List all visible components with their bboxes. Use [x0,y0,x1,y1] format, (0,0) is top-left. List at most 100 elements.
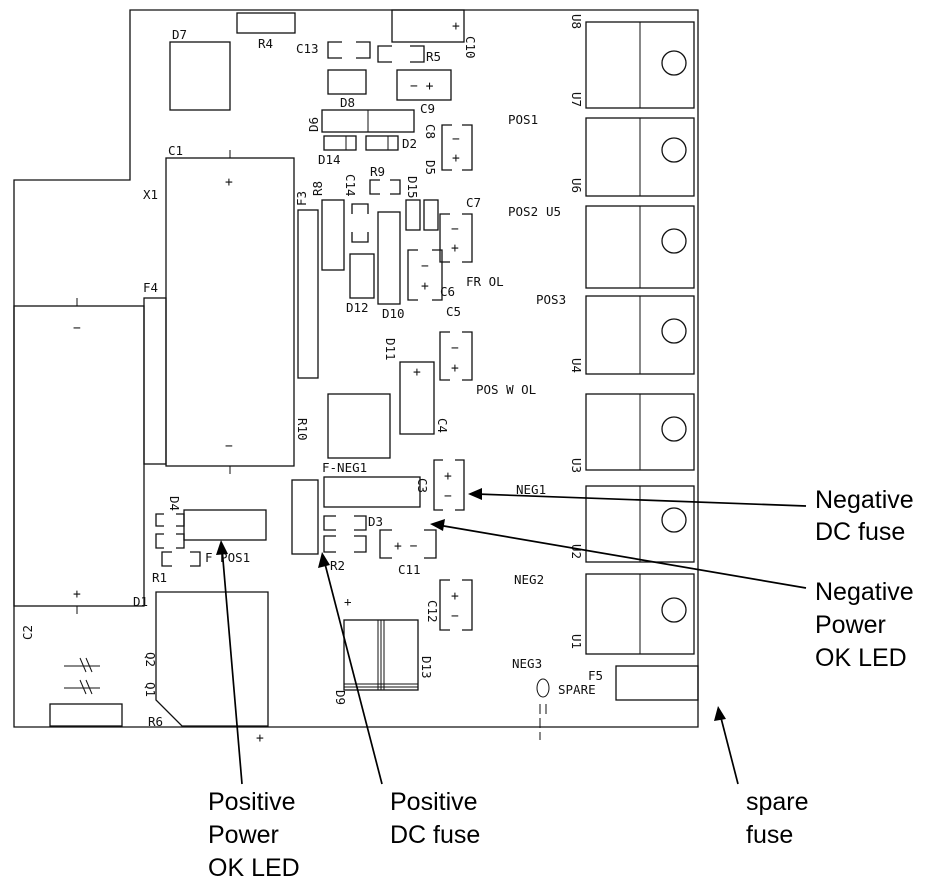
polarity-mark: + [413,365,421,380]
polarity-mark: + − [394,539,418,554]
polarity-mark: + [451,241,459,256]
refdes-r4: R4 [258,36,273,51]
resistor-r9 [369,179,401,195]
refdes-c9: C9 [420,101,435,116]
label-pos3: POS3 [536,292,566,307]
refdes-c13: C13 [296,41,319,56]
callout-negative-power-ok-led-line3: OK LED [815,644,907,672]
fuse-f3 [297,209,319,379]
refdes-u5: U5 [546,204,561,219]
chip-u8 [327,69,367,95]
refdes-f5: F5 [588,668,603,683]
polarity-mark: + [452,19,460,34]
polarity-mark: − [73,321,81,336]
fuse-f-pos-holder [291,479,319,555]
diode-d14 [323,135,357,151]
label-neg2: NEG2 [514,572,544,587]
diode-d2 [365,135,399,151]
callout-positive-power-ok-led-line1: Positive [208,788,296,816]
callout-spare-fuse-line1: spare [746,788,809,816]
resistor-r5 [377,45,425,63]
arrow-positive-dc-fuse [318,552,383,785]
label-pos-w-ol: POS W OL [476,382,536,397]
capacitor-c8 [441,124,473,171]
capacitor-c4 [399,361,435,435]
refdes-f-neg1: F-NEG1 [322,460,367,475]
callout-positive-power-ok-led-line2: Power [208,821,279,849]
polarity-mark: + [421,279,429,294]
refdes-r2: R2 [330,558,345,573]
refdes-d3: D3 [368,514,383,529]
led-d3-b [323,535,367,553]
resistor-r4 [236,12,296,34]
refdes-u8: U8 [569,14,584,29]
refdes-d4: D4 [167,496,182,511]
refdes-c3: C3 [415,478,430,493]
regulator-column [585,21,695,655]
capacitor-c13 [327,41,371,59]
capacitor-c10 [391,9,465,43]
diode-d10 [377,211,401,305]
polarity-mark: − [225,439,233,454]
refdes-r9: R9 [370,164,385,179]
diode-d15 [405,199,421,231]
capacitor-c2 [13,305,145,607]
capacitor-c3 [433,459,465,511]
callout-positive-dc-fuse-line1: Positive [390,788,478,816]
refdes-c10: C10 [463,36,478,59]
refdes-d2: D2 [402,136,417,151]
label-neg3: NEG3 [512,656,542,671]
refdes-u3: U3 [569,458,584,473]
refdes-q1: Q1 [143,682,158,697]
refdes-r6: R6 [148,714,163,729]
resistor-r1 [161,551,201,567]
board-outline [13,9,699,728]
refdes-d6: D6 [306,117,321,132]
test-pads [539,704,547,740]
refdes-d10: D10 [382,306,405,321]
polarity-mark: − [444,489,452,504]
refdes-x1: X1 [143,187,158,202]
label-fr-ol: FR OL [466,274,504,289]
chip-regulator [327,393,391,459]
polarity-mark: + [452,151,460,166]
refdes-c5: C5 [446,304,461,319]
capacitor-c9 [396,69,452,101]
refdes-c8: C8 [423,124,438,139]
capacitor-c6 [407,249,443,301]
refdes-u1: U1 [569,634,584,649]
refdes-d8: D8 [340,95,355,110]
polarity-mark: + [451,589,459,604]
polarity-mark: − [451,341,459,356]
refdes-c11: C11 [398,562,421,577]
refdes-c12: C12 [425,600,440,623]
label-spare: SPARE [558,682,596,697]
refdes-d7: D7 [172,27,187,42]
capacitor-c1 [165,157,295,467]
arrow-negative-dc-fuse [468,488,807,507]
refdes-r5: R5 [426,49,441,64]
refdes-r1: R1 [152,570,167,585]
callout-negative-power-ok-led-line1: Negative [815,578,914,606]
refdes-d9: D9 [333,690,348,705]
refdes-c6: C6 [440,284,455,299]
polarity-mark: − [452,132,460,147]
led-d4-b [155,533,185,549]
capacitor-c14 [351,203,369,243]
refdes-u4: U4 [569,358,584,373]
refdes-d1: D1 [133,594,148,609]
fuse-f-pos1 [183,509,267,541]
callout-spare-fuse-line2: fuse [746,821,793,849]
fuse-f5-spare [615,665,699,701]
callout-negative-dc-fuse-line1: Negative [815,486,914,514]
label-pos1: POS1 [508,112,538,127]
refdes-c14: C14 [343,174,358,197]
polarity-mark: − [451,222,459,237]
refdes-f3: F3 [294,191,309,206]
polarity-mark: + [73,587,81,602]
fuse-f-neg1 [323,476,421,508]
refdes-d11: D11 [383,338,398,361]
polarity-mark: + [444,469,452,484]
callout-negative-dc-fuse-line2: DC fuse [815,518,905,546]
refdes-c4: C4 [435,418,450,433]
